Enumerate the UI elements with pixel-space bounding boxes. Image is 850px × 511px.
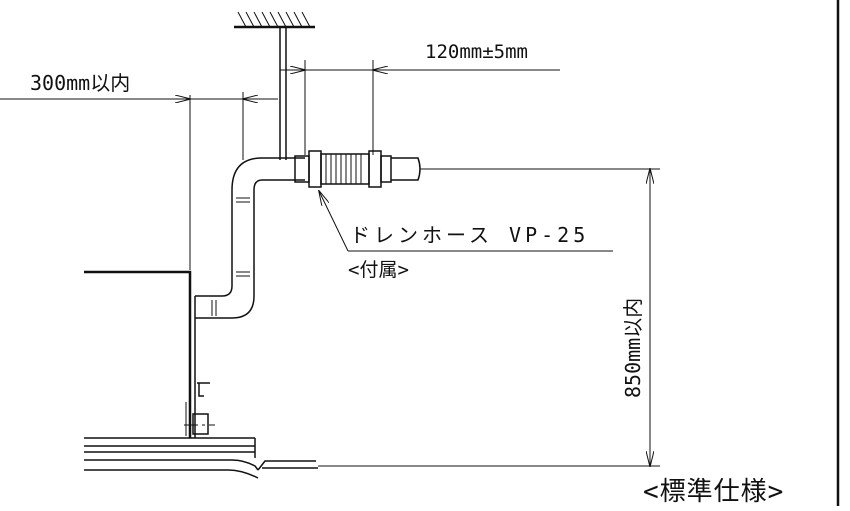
indoor-unit — [84, 270, 215, 438]
ceiling-panel — [84, 437, 318, 479]
label-120mm: 120mm±5mm — [425, 41, 528, 63]
label-850mm: 850mm以内 — [621, 298, 645, 398]
label-standard-spec: <標準仕様> — [643, 477, 784, 506]
dimension-120 — [280, 60, 560, 155]
label-300mm: 300mm以内 — [30, 71, 130, 95]
label-accessory: <付属> — [348, 259, 409, 281]
dimension-850 — [318, 169, 660, 466]
hose-leader-line — [319, 191, 613, 252]
dimension-300 — [0, 92, 278, 270]
ceiling-hatch — [234, 11, 315, 29]
drain-pipe — [195, 157, 305, 319]
label-drain-hose: ドレンホース VP-25 — [350, 223, 589, 247]
hanging-rod — [279, 27, 287, 160]
